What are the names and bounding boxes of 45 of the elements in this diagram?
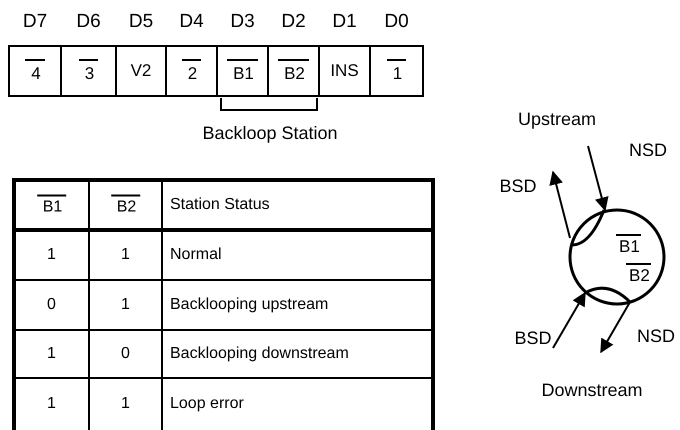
bit-name: 2 [182, 58, 202, 84]
bit-number: D4 [179, 12, 204, 31]
signal-arrow [587, 146, 609, 212]
bit-name: B1 [616, 234, 641, 255]
bit-name: 1 [386, 58, 406, 84]
bit-value: 1 [121, 247, 130, 263]
bit-name: 4 [25, 58, 45, 84]
signal-label: NSD [637, 327, 675, 345]
status-text: Normal [170, 247, 222, 263]
signal-arrow [600, 302, 631, 354]
bit-value: 1 [121, 297, 130, 313]
bit-name: INS [330, 61, 359, 81]
bit-number: D6 [76, 12, 101, 31]
column-header: Station Status [170, 197, 270, 213]
bit-name: B2 [626, 263, 651, 284]
direction-label: Downstream [541, 381, 643, 399]
bit-name: V2 [130, 61, 152, 81]
column-header: B1 [36, 194, 66, 216]
direction-label: Upstream [518, 110, 596, 128]
bit-name: B1 [227, 58, 258, 84]
bit-value: 1 [47, 247, 56, 263]
status-text: Loop error [170, 396, 244, 412]
bit-value: 1 [47, 396, 56, 412]
bit-number: D7 [22, 12, 48, 31]
status-text: Backlooping upstream [170, 297, 328, 313]
signal-arrow [549, 170, 571, 238]
station-circle [568, 208, 666, 306]
bit-number: D5 [128, 12, 154, 31]
bit-number: D3 [230, 12, 255, 31]
status-text: Backlooping downstream [170, 346, 349, 362]
bit-number: D0 [384, 12, 409, 31]
group-label: Backloop Station [202, 124, 338, 142]
signal-label: BSD [514, 329, 552, 347]
bit-name: B2 [278, 58, 309, 84]
signal-arrow [552, 292, 586, 348]
signal-label: NSD [629, 141, 667, 159]
bit-value: 0 [47, 297, 56, 313]
bit-number: D2 [281, 12, 306, 31]
column-header: B2 [110, 194, 140, 216]
signal-label: BSD [500, 177, 536, 195]
bit-value: 1 [47, 346, 56, 362]
bit-name: 3 [78, 58, 98, 84]
bit-value: 0 [121, 346, 130, 362]
bit-number: D1 [332, 12, 357, 31]
bit-value: 1 [121, 396, 130, 412]
